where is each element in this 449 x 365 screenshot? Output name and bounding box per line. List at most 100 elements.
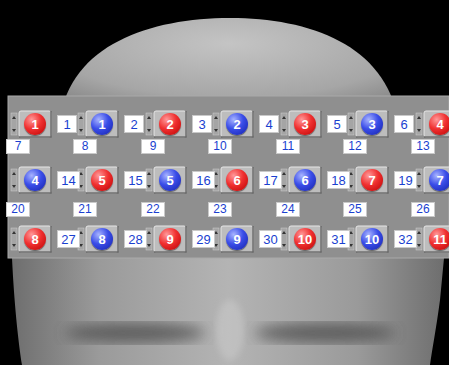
toggle-button bbox=[11, 111, 51, 137]
channel-button: 9 bbox=[226, 228, 248, 250]
button-number: 4 bbox=[31, 174, 38, 187]
channel-number-box: 22 bbox=[141, 202, 165, 217]
toggle-button bbox=[146, 167, 186, 193]
button-number: 2 bbox=[233, 118, 240, 131]
toggle-button bbox=[416, 226, 449, 252]
channel-number: 23 bbox=[213, 203, 226, 215]
toggle-button bbox=[78, 226, 118, 252]
channel-number: 25 bbox=[348, 203, 361, 215]
channel-number: 14 bbox=[61, 174, 75, 187]
button-number: 10 bbox=[365, 233, 379, 246]
channel-number: 19 bbox=[398, 174, 412, 187]
channel-button: 10 bbox=[361, 228, 383, 250]
button-number: 6 bbox=[301, 174, 308, 187]
channel-number: 28 bbox=[128, 233, 142, 246]
channel-number: 3 bbox=[198, 118, 205, 131]
channel-number: 18 bbox=[331, 174, 345, 187]
channel-number-box: 21 bbox=[73, 202, 97, 217]
toggle-button bbox=[213, 226, 253, 252]
button-number: 4 bbox=[436, 118, 443, 131]
channel-number: 16 bbox=[196, 174, 210, 187]
button-number: 2 bbox=[166, 118, 173, 131]
channel-number: 11 bbox=[282, 140, 294, 152]
channel-number-box: 8 bbox=[73, 139, 97, 154]
channel-number: 29 bbox=[196, 233, 210, 246]
channel-button: 2 bbox=[159, 113, 181, 135]
channel-number-box: 1 bbox=[57, 115, 77, 133]
channel-number: 32 bbox=[398, 233, 412, 246]
toggle-button bbox=[213, 167, 253, 193]
channel-number-box: 31 bbox=[327, 230, 350, 248]
channel-button: 7 bbox=[361, 169, 383, 191]
channel-number-box: 6 bbox=[394, 115, 414, 133]
button-number: 5 bbox=[98, 174, 105, 187]
channel-number-box: 18 bbox=[327, 171, 350, 189]
channel-number: 6 bbox=[400, 118, 407, 131]
toggle-button bbox=[348, 226, 388, 252]
channel-number-box: 19 bbox=[394, 171, 417, 189]
toggle-button bbox=[348, 111, 388, 137]
channel-number: 9 bbox=[150, 140, 157, 152]
toggle-button bbox=[281, 226, 321, 252]
toggle-button bbox=[11, 226, 51, 252]
channel-button: 5 bbox=[159, 169, 181, 191]
channel-button: 1 bbox=[91, 113, 113, 135]
channel-button: 3 bbox=[294, 113, 316, 135]
channel-number-box: 12 bbox=[343, 139, 367, 154]
channel-button: 7 bbox=[429, 169, 449, 191]
channel-number: 20 bbox=[11, 203, 24, 215]
channel-button: 6 bbox=[294, 169, 316, 191]
channel-number-box: 16 bbox=[192, 171, 215, 189]
channel-button: 6 bbox=[226, 169, 248, 191]
channel-button: 4 bbox=[24, 169, 46, 191]
button-number: 1 bbox=[98, 118, 105, 131]
channel-number-box: 10 bbox=[208, 139, 232, 154]
toggle-button bbox=[416, 111, 449, 137]
channel-number: 22 bbox=[146, 203, 159, 215]
channel-number: 7 bbox=[15, 140, 22, 152]
channel-button: 2 bbox=[226, 113, 248, 135]
channel-number: 17 bbox=[263, 174, 277, 187]
channel-number-box: 29 bbox=[192, 230, 215, 248]
button-number: 9 bbox=[166, 233, 173, 246]
button-number: 3 bbox=[368, 118, 375, 131]
channel-number: 5 bbox=[333, 118, 340, 131]
channel-number-box: 9 bbox=[141, 139, 165, 154]
channel-button: 5 bbox=[91, 169, 113, 191]
channel-number-box: 23 bbox=[208, 202, 232, 217]
button-number: 8 bbox=[98, 233, 105, 246]
button-number: 3 bbox=[301, 118, 308, 131]
channel-number-box: 20 bbox=[6, 202, 30, 217]
channel-number-box: 4 bbox=[259, 115, 279, 133]
channel-number: 4 bbox=[265, 118, 272, 131]
channel-number: 24 bbox=[281, 203, 294, 215]
button-number: 10 bbox=[298, 233, 312, 246]
channel-number-box: 30 bbox=[259, 230, 282, 248]
channel-number-box: 25 bbox=[343, 202, 367, 217]
channel-number: 15 bbox=[128, 174, 142, 187]
button-number: 9 bbox=[233, 233, 240, 246]
toggle-button bbox=[78, 111, 118, 137]
channel-button: 9 bbox=[159, 228, 181, 250]
channel-number: 2 bbox=[130, 118, 137, 131]
channel-number-box: 17 bbox=[259, 171, 282, 189]
button-number: 6 bbox=[233, 174, 240, 187]
channel-button: 11 bbox=[429, 228, 449, 250]
channel-number: 8 bbox=[82, 140, 89, 152]
button-number: 7 bbox=[436, 174, 443, 187]
channel-number: 13 bbox=[416, 140, 429, 152]
toggle-button bbox=[146, 111, 186, 137]
channel-number: 12 bbox=[348, 140, 361, 152]
channel-number-box: 32 bbox=[394, 230, 417, 248]
channel-button: 3 bbox=[361, 113, 383, 135]
channel-button: 8 bbox=[24, 228, 46, 250]
channel-button: 1 bbox=[24, 113, 46, 135]
channel-number-box: 26 bbox=[411, 202, 435, 217]
button-number: 8 bbox=[31, 233, 38, 246]
channel-number-box: 27 bbox=[57, 230, 80, 248]
channel-number: 1 bbox=[63, 118, 70, 131]
button-number: 5 bbox=[166, 174, 173, 187]
channel-number-box: 11 bbox=[276, 139, 300, 154]
